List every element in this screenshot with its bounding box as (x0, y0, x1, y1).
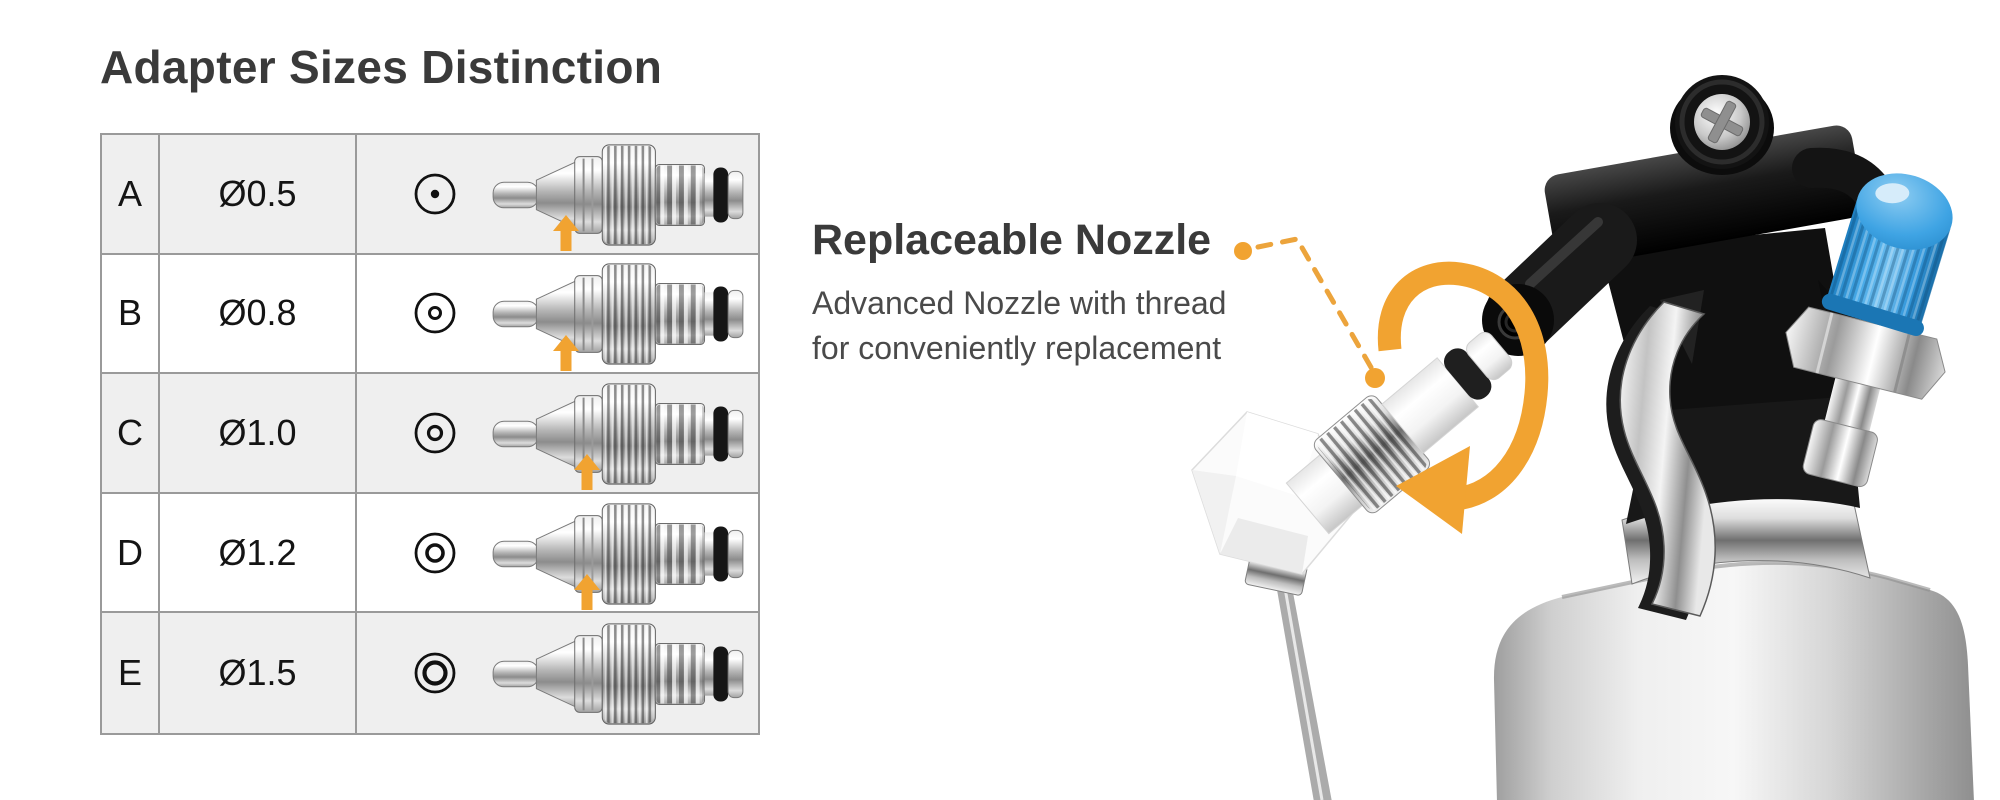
callout-dot-start (1234, 242, 1252, 260)
aperture-icon (414, 173, 456, 215)
callout-heading: Replaceable Nozzle (812, 216, 1212, 264)
adapter-visual (357, 374, 758, 492)
adapter-visual (357, 494, 758, 612)
nozzle-adapter-image (492, 382, 744, 486)
pressure-valve (1785, 173, 1953, 488)
aperture-icon (414, 292, 456, 334)
up-arrow-icon (553, 334, 579, 371)
adapter-diameter: Ø1.2 (160, 493, 357, 612)
callout-leader-line (1234, 236, 1385, 388)
table-row: B Ø0.8 (102, 254, 758, 375)
callout-line-2: for conveniently replacement (812, 330, 1222, 366)
adapter-visual (357, 613, 758, 733)
up-arrow-icon (553, 215, 579, 251)
adapter-letter: A (102, 135, 160, 253)
head-screw (1670, 75, 1774, 175)
aluminum-bottle (1493, 560, 1974, 800)
trigger (1606, 301, 1716, 620)
aperture-icon (414, 532, 456, 573)
nozzle-adapter-image (492, 502, 744, 605)
up-arrow-icon (574, 454, 600, 491)
callout-dot-end (1365, 368, 1385, 388)
adapter-diameter: Ø0.5 (160, 135, 357, 253)
table-row: A Ø0.5 (102, 135, 758, 255)
adapter-visual (357, 255, 758, 373)
table-row: E Ø1.5 (102, 613, 758, 733)
adapter-letter: C (102, 374, 160, 492)
page-title: Adapter Sizes Distinction (100, 41, 663, 93)
aperture-icon (414, 412, 456, 454)
callout-line-1: Advanced Nozzle with thread (812, 285, 1227, 321)
adapter-letter: B (102, 254, 160, 373)
replaceable-nozzle-assembly (1191, 331, 1513, 800)
adapter-visual (357, 135, 758, 253)
product-photo (1191, 75, 1974, 800)
aperture-icon (414, 652, 456, 694)
adapter-diameter: Ø1.0 (160, 374, 357, 492)
blue-valve-cap (1821, 173, 1953, 337)
up-arrow-icon (574, 573, 600, 610)
nozzle-adapter-image (492, 623, 744, 726)
table-row: C Ø1.0 (102, 374, 758, 494)
adapter-diameter: Ø0.8 (160, 254, 357, 373)
table-row: D Ø1.2 (102, 493, 758, 614)
rotation-arrow-icon (1377, 261, 1549, 534)
nozzle-barrel (1285, 331, 1513, 535)
adapter-size-table: A Ø0.5 B Ø0.8 (100, 133, 760, 735)
adapter-letter: E (102, 613, 160, 733)
nozzle-adapter-image (492, 263, 744, 366)
callout-body: Advanced Nozzle with thread for convenie… (812, 281, 1226, 371)
adapter-letter: D (102, 493, 160, 612)
adapter-diameter: Ø1.5 (160, 613, 357, 733)
nozzle-adapter-image (492, 143, 744, 246)
